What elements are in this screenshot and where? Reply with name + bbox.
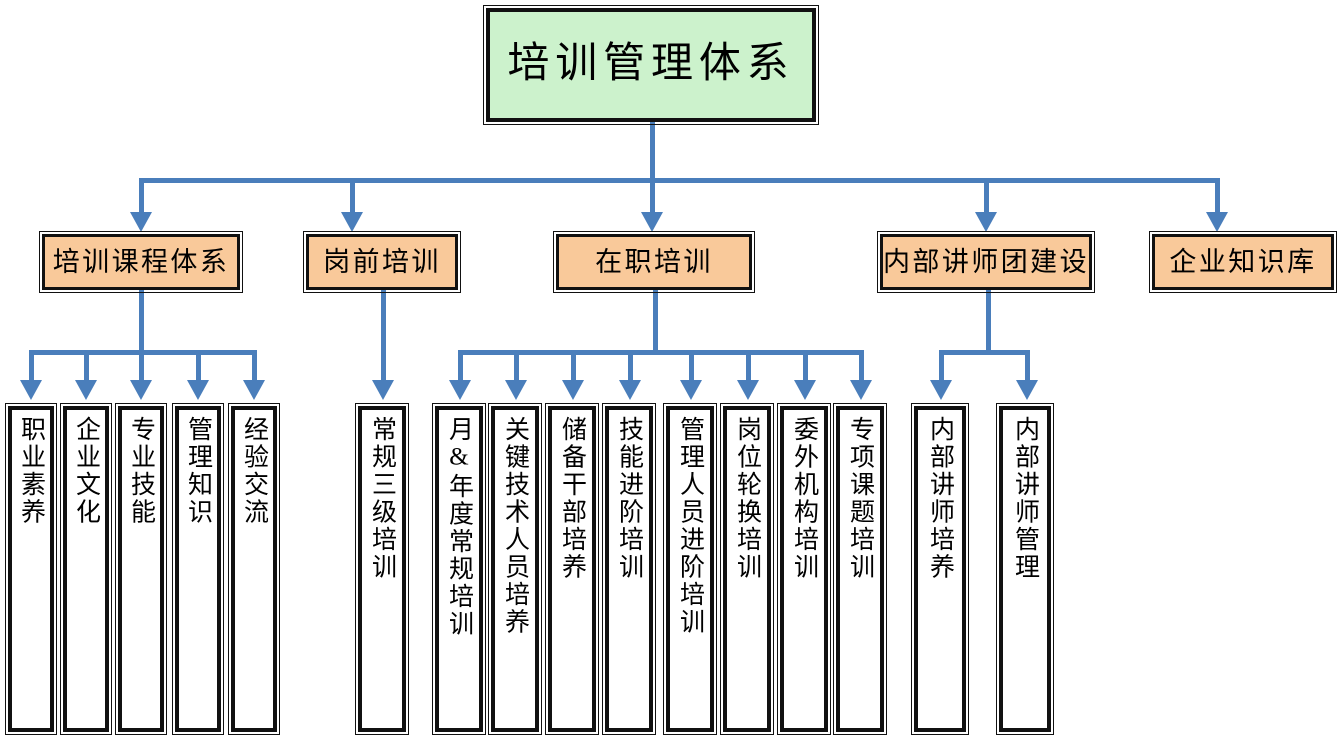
arrow-lecturer-leaf-0	[930, 380, 952, 400]
node-branch-knowledge[interactable]: 企业知识库	[1149, 231, 1337, 293]
leaf-curriculum-4[interactable]: 经验交流	[228, 403, 280, 735]
connector-onjob-leaf-2	[571, 350, 576, 382]
arrow-curriculum-leaf-3	[187, 380, 209, 400]
leaf-prejob-0-label: 常规三级培训	[368, 416, 396, 581]
leaf-lecturer-1[interactable]: 内部讲师管理	[996, 403, 1054, 735]
connector-root-bus	[139, 178, 1215, 183]
leaf-curriculum-4-label: 经验交流	[240, 416, 268, 526]
leaf-onjob-6-label: 委外机构培训	[790, 416, 818, 581]
arrow-onjob-leaf-7	[850, 380, 872, 400]
arrow-curriculum-leaf-0	[20, 380, 42, 400]
connector-onjob-leaf-6	[803, 350, 808, 382]
arrow-prejob-leaf-0	[372, 380, 394, 400]
leaf-onjob-5[interactable]: 岗位轮换培训	[720, 403, 774, 735]
arrow-onjob-leaf-6	[794, 380, 816, 400]
node-root-label: 培训管理体系	[507, 41, 795, 88]
node-branch-onjob-label: 在职培训	[595, 246, 713, 277]
connector-curriculum-leaf-0	[29, 350, 34, 382]
connector-onjob-leaf-0	[458, 350, 463, 382]
node-root[interactable]: 培训管理体系	[483, 5, 819, 125]
arrow-lecturer-leaf-1	[1016, 380, 1038, 400]
leaf-onjob-4[interactable]: 管理人员进阶培训	[663, 403, 717, 735]
arrow-onjob-leaf-5	[737, 380, 759, 400]
leaf-onjob-0[interactable]: 月&年度常规培训	[432, 403, 486, 735]
connector-onjob-leaf-4	[689, 350, 694, 382]
node-branch-prejob-label: 岗前培训	[323, 246, 441, 277]
leaf-curriculum-2[interactable]: 专业技能	[115, 403, 167, 735]
connector-branch-knowledge-drop	[1215, 178, 1220, 215]
leaf-onjob-5-label: 岗位轮换培训	[733, 416, 761, 581]
connector-onjob-leaf-5	[746, 350, 751, 382]
arrow-branch-knowledge	[1206, 212, 1228, 232]
arrow-onjob-leaf-2	[562, 380, 584, 400]
node-branch-knowledge-label: 企业知识库	[1169, 246, 1317, 277]
connector-lecturer-bus	[939, 350, 1030, 355]
leaf-onjob-3[interactable]: 技能进阶培训	[602, 403, 656, 735]
arrow-branch-curriculum	[130, 212, 152, 232]
arrow-onjob-leaf-1	[505, 380, 527, 400]
leaf-lecturer-0-label: 内部讲师培养	[926, 416, 954, 581]
connector-onjob-leaf-3	[628, 350, 633, 382]
leaf-onjob-3-label: 技能进阶培训	[615, 416, 643, 581]
arrow-onjob-leaf-4	[680, 380, 702, 400]
connector-branch-curriculum-drop	[139, 178, 144, 215]
connector-lecturer-leaf-0	[939, 350, 944, 382]
connector-branch-onjob-drop	[650, 178, 655, 215]
arrow-branch-lecturer	[975, 212, 997, 232]
arrow-onjob-leaf-0	[449, 380, 471, 400]
arrow-branch-onjob	[641, 212, 663, 232]
arrow-branch-prejob	[341, 212, 363, 232]
connector-curriculum-leaf-2	[139, 350, 144, 382]
connector-lecturer-leaf-1	[1025, 350, 1030, 382]
arrow-onjob-leaf-3	[619, 380, 641, 400]
leaf-onjob-6[interactable]: 委外机构培训	[777, 403, 831, 735]
node-branch-lecturer-label: 内部讲师团建设	[883, 246, 1090, 277]
leaf-onjob-0-label: 月&年度常规培训	[445, 416, 473, 638]
connector-curriculum-stem	[139, 290, 144, 352]
connector-onjob-bus	[458, 350, 859, 355]
connector-onjob-stem	[653, 290, 658, 352]
leaf-curriculum-0[interactable]: 职业素养	[5, 403, 57, 735]
arrow-curriculum-leaf-2	[130, 380, 152, 400]
node-branch-curriculum-label: 培训课程体系	[52, 246, 230, 277]
leaf-onjob-7[interactable]: 专项课题培训	[833, 403, 887, 735]
node-branch-lecturer[interactable]: 内部讲师团建设	[877, 231, 1095, 293]
leaf-onjob-1-label: 关键技术人员培养	[501, 416, 529, 636]
leaf-prejob-0[interactable]: 常规三级培训	[355, 403, 409, 735]
connector-branch-prejob-drop	[350, 178, 355, 215]
arrow-curriculum-leaf-1	[75, 380, 97, 400]
leaf-lecturer-1-label: 内部讲师管理	[1011, 416, 1039, 581]
leaf-curriculum-0-label: 职业素养	[17, 416, 45, 526]
leaf-curriculum-1[interactable]: 企业文化	[60, 403, 112, 735]
leaf-onjob-1[interactable]: 关键技术人员培养	[488, 403, 542, 735]
connector-root-stem	[650, 122, 655, 180]
leaf-curriculum-1-label: 企业文化	[72, 416, 100, 526]
node-branch-curriculum[interactable]: 培训课程体系	[39, 231, 243, 293]
leaf-curriculum-3[interactable]: 管理知识	[172, 403, 224, 735]
leaf-curriculum-3-label: 管理知识	[184, 416, 212, 526]
leaf-onjob-2[interactable]: 储备干部培养	[545, 403, 599, 735]
leaf-onjob-2-label: 储备干部培养	[558, 416, 586, 581]
arrow-curriculum-leaf-4	[243, 380, 265, 400]
connector-curriculum-leaf-4	[252, 350, 257, 382]
connector-curriculum-leaf-1	[84, 350, 89, 382]
leaf-onjob-7-label: 专项课题培训	[846, 416, 874, 581]
leaf-lecturer-0[interactable]: 内部讲师培养	[911, 403, 969, 735]
leaf-onjob-4-label: 管理人员进阶培训	[676, 416, 704, 636]
node-branch-onjob[interactable]: 在职培训	[553, 231, 755, 293]
node-branch-prejob[interactable]: 岗前培训	[303, 231, 461, 293]
connector-prejob-stem	[381, 290, 386, 382]
leaf-curriculum-2-label: 专业技能	[127, 416, 155, 526]
connector-onjob-leaf-1	[514, 350, 519, 382]
connector-branch-lecturer-drop	[984, 178, 989, 215]
connector-lecturer-stem	[986, 290, 991, 352]
connector-curriculum-leaf-3	[196, 350, 201, 382]
connector-onjob-leaf-7	[859, 350, 864, 382]
